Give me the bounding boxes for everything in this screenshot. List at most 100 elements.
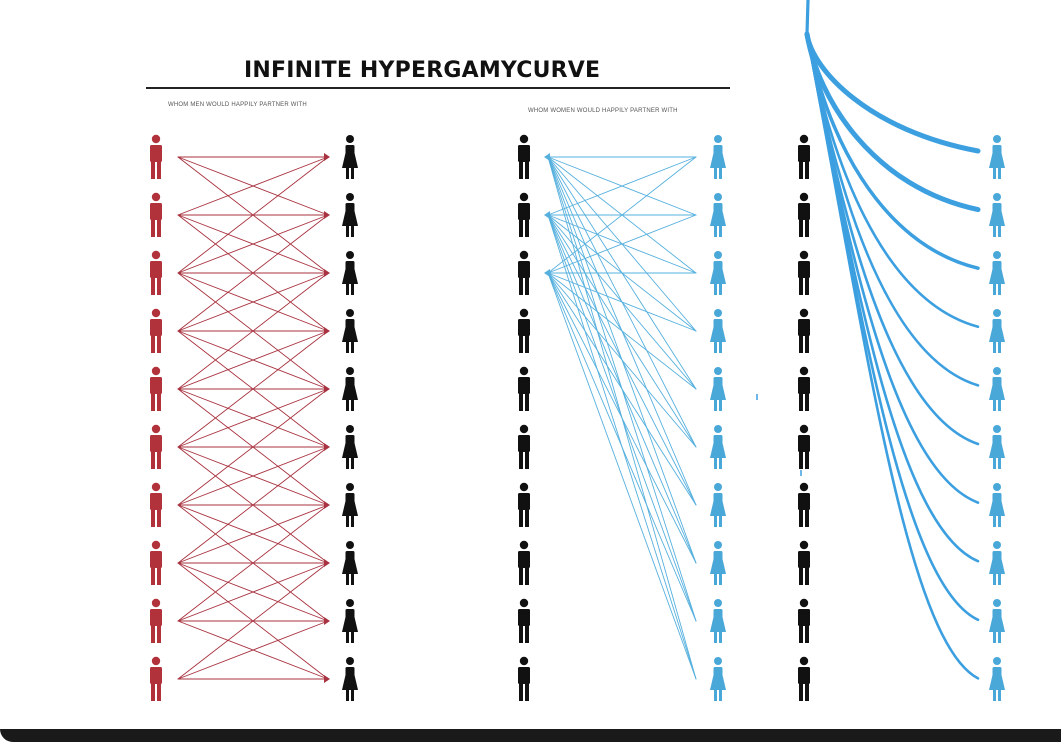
red-link-line xyxy=(177,272,329,390)
red-link-line xyxy=(177,214,329,274)
man-icon-black xyxy=(798,366,810,411)
man-icon-red xyxy=(150,134,162,179)
red-link-line xyxy=(177,156,329,274)
man-icon-black xyxy=(798,192,810,237)
red-arrowhead xyxy=(324,269,330,277)
red-link-line xyxy=(177,330,329,390)
drawn-curve-line xyxy=(804,31,981,154)
woman-icon-blue xyxy=(710,135,726,179)
red-link-line xyxy=(177,446,329,506)
red-arrowhead xyxy=(324,617,330,625)
red-arrowhead xyxy=(324,153,330,161)
drawn-stem-line xyxy=(805,0,810,36)
blue-arrowhead xyxy=(544,153,550,161)
drawn-curve-line xyxy=(805,32,980,387)
woman-icon-blue xyxy=(710,657,726,701)
blue-link-line xyxy=(547,156,697,448)
red-link-line xyxy=(177,272,329,332)
woman-icon-blue xyxy=(989,541,1005,585)
red-link-line xyxy=(177,620,329,680)
man-icon-black xyxy=(518,134,530,179)
man-icon-black xyxy=(798,308,810,353)
woman-icon-black xyxy=(342,309,358,353)
red-link-line xyxy=(177,562,329,680)
man-icon-black xyxy=(798,424,810,469)
woman-icon-black xyxy=(342,193,358,237)
woman-icon-blue xyxy=(989,251,1005,295)
man-icon-black xyxy=(518,598,530,643)
woman-icon-blue xyxy=(710,599,726,643)
blue-link-line xyxy=(547,156,697,332)
red-link-line xyxy=(177,504,329,564)
drawn-curve-line xyxy=(805,32,980,680)
woman-icon-blue xyxy=(710,309,726,353)
blue-link-line xyxy=(547,156,697,622)
red-arrowhead xyxy=(324,327,330,335)
connection-lines xyxy=(177,0,981,683)
man-icon-black xyxy=(798,250,810,295)
blue-arrowhead xyxy=(544,211,550,219)
woman-icon-blue xyxy=(710,367,726,411)
man-icon-black xyxy=(518,192,530,237)
title-underline xyxy=(146,87,730,89)
red-link-line xyxy=(177,330,329,448)
women-panel-caption: WHOM WOMEN WOULD HAPPILY PARTNER WITH xyxy=(528,108,678,114)
red-arrowhead xyxy=(324,559,330,567)
red-link-line xyxy=(177,504,329,622)
woman-icon-black xyxy=(342,251,358,295)
man-icon-black xyxy=(798,482,810,527)
red-arrowhead xyxy=(324,443,330,451)
woman-icon-black xyxy=(342,367,358,411)
man-icon-red xyxy=(150,482,162,527)
man-icon-red xyxy=(150,598,162,643)
man-icon-black xyxy=(798,540,810,585)
red-arrowhead xyxy=(324,385,330,393)
woman-icon-black xyxy=(342,483,358,527)
man-icon-red xyxy=(150,192,162,237)
man-icon-red xyxy=(150,250,162,295)
woman-icon-blue xyxy=(989,135,1005,179)
page-title: INFINITE HYPERGAMYCURVE xyxy=(244,58,601,83)
red-link-line xyxy=(177,214,329,332)
man-icon-black xyxy=(798,134,810,179)
woman-icon-blue xyxy=(989,599,1005,643)
man-icon-black xyxy=(518,482,530,527)
window-bottom-edge xyxy=(0,729,1061,742)
man-icon-red xyxy=(150,656,162,701)
man-icon-black xyxy=(518,308,530,353)
woman-icon-black xyxy=(342,425,358,469)
red-arrowhead xyxy=(324,501,330,509)
woman-icon-blue xyxy=(989,425,1005,469)
blue-arrowhead xyxy=(544,269,550,277)
man-icon-red xyxy=(150,540,162,585)
person-figures xyxy=(150,134,1005,701)
men-panel-caption: WHOM MEN WOULD HAPPILY PARTNER WITH xyxy=(168,102,307,108)
man-icon-black xyxy=(518,424,530,469)
man-icon-black xyxy=(798,598,810,643)
blue-link-line xyxy=(547,156,697,680)
woman-icon-blue xyxy=(989,657,1005,701)
woman-icon-black xyxy=(342,599,358,643)
red-link-line xyxy=(177,388,329,448)
woman-icon-blue xyxy=(710,425,726,469)
man-icon-black xyxy=(798,656,810,701)
red-link-line xyxy=(177,156,329,216)
woman-icon-blue xyxy=(989,309,1005,353)
man-icon-black xyxy=(518,250,530,295)
blue-link-line xyxy=(547,156,697,564)
man-icon-black xyxy=(518,540,530,585)
woman-icon-black xyxy=(342,541,358,585)
red-arrowhead xyxy=(324,675,330,683)
blue-link-line xyxy=(547,156,697,216)
man-icon-black xyxy=(518,366,530,411)
blue-link-line xyxy=(547,156,697,506)
woman-icon-blue xyxy=(710,541,726,585)
woman-icon-blue xyxy=(710,483,726,527)
woman-icon-blue xyxy=(710,251,726,295)
man-icon-red xyxy=(150,308,162,353)
woman-icon-black xyxy=(342,657,358,701)
woman-icon-blue xyxy=(989,483,1005,527)
man-icon-black xyxy=(518,656,530,701)
